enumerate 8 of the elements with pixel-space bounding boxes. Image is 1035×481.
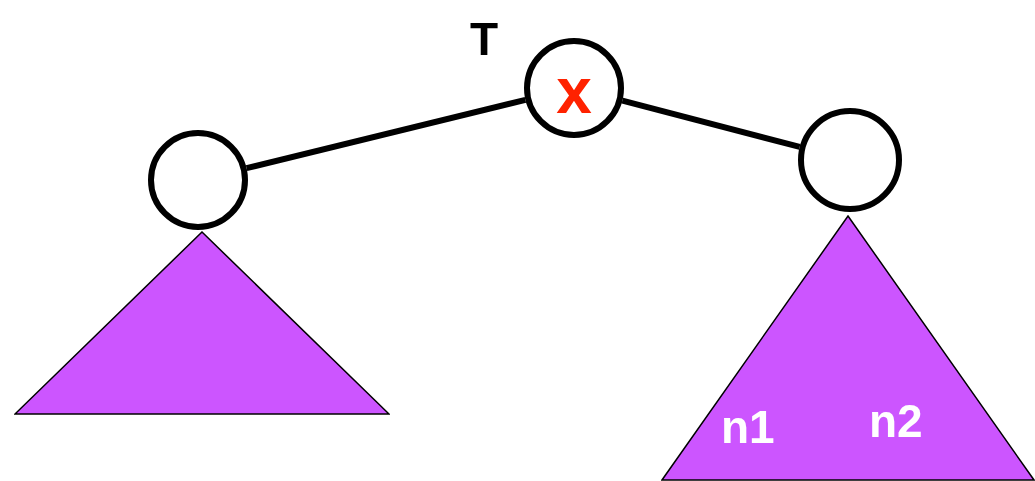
subtree-triangle <box>661 215 1035 481</box>
node-label: n2 <box>869 398 923 444</box>
connector-line <box>245 96 527 172</box>
subtree-triangle <box>14 231 390 415</box>
connector-line <box>621 97 801 150</box>
node-label: n1 <box>721 404 775 450</box>
node-mark: x <box>556 66 592 118</box>
tree-label: T <box>470 16 499 62</box>
